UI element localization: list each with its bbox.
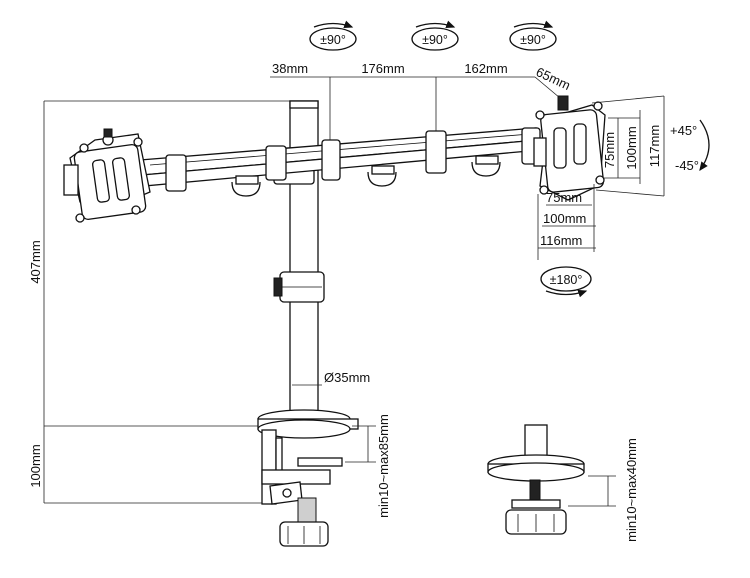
rotation-badge-right: ±90° <box>509 20 557 51</box>
rotation-badge-mid-text: ±90° <box>422 33 448 47</box>
offset-top-label: 38mm <box>272 61 308 76</box>
height-dimension: 407mm 100mm <box>28 100 300 504</box>
rotation-badge-right-text: ±90° <box>520 33 546 47</box>
grommet-mount: min10~max40mm <box>487 424 639 542</box>
vesa-h-large-label: 100mm <box>624 126 639 169</box>
height-total-label: 407mm <box>28 240 43 283</box>
rotation-badge-bottom-text: ±180° <box>550 273 583 287</box>
vesa-plate-left <box>63 128 151 223</box>
clamp-range-label: min10~max85mm <box>376 414 391 518</box>
desk-clamp: min10~max85mm <box>257 409 391 547</box>
pole-diameter-label: Ø35mm <box>324 370 370 385</box>
vesa-w-small-label: 75mm <box>546 190 582 205</box>
tilt-up-label: +45° <box>670 123 697 138</box>
plate-w-label: 116mm <box>540 233 582 248</box>
rotation-badge-left-text: ±90° <box>320 33 346 47</box>
rotation-badge-left: ±90° <box>309 20 357 51</box>
vesa-w-large-label: 100mm <box>543 211 586 226</box>
arm-outer-label: 162mm <box>464 61 507 76</box>
plate-h-label: 117mm <box>647 125 662 167</box>
arm-assembly <box>139 127 541 197</box>
tilt-down-label: -45° <box>675 158 699 173</box>
vesa-plate-right: +45° -45° <box>533 95 710 201</box>
plate-horizontal-dimensions: 75mm 100mm 116mm <box>537 184 596 260</box>
arm-inner-label: 176mm <box>361 61 404 76</box>
grommet-range-label: min10~max40mm <box>624 438 639 542</box>
rotation-badge-mid: ±90° <box>411 20 459 51</box>
vesa-h-small-label: 75mm <box>602 132 617 168</box>
rotation-badge-bottom: ±180° <box>540 266 592 298</box>
plate-offset-label: 65mm <box>534 64 573 93</box>
height-base-label: 100mm <box>28 444 43 487</box>
plate-vertical-dimensions: 75mm 100mm 117mm <box>591 95 665 197</box>
